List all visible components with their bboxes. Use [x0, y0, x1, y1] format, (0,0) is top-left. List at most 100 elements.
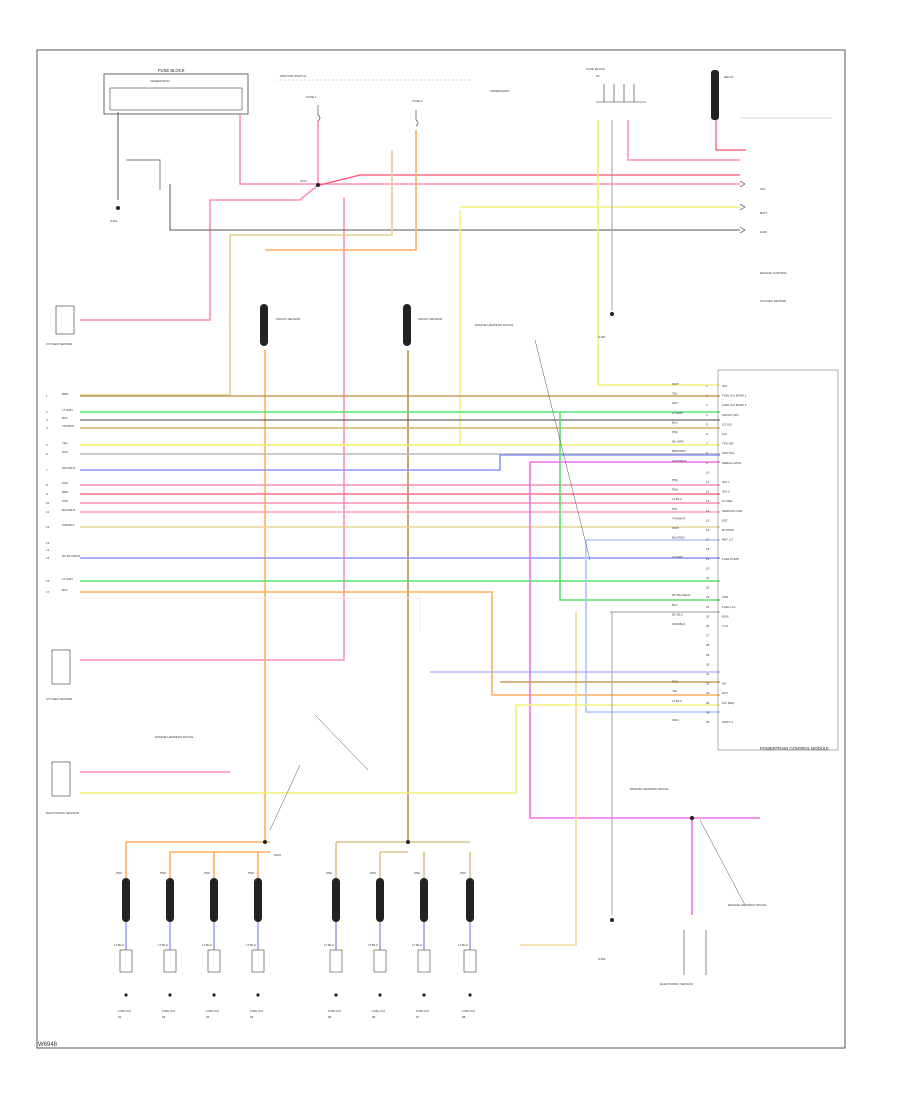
pcm-pin-label: IGN: [722, 384, 727, 388]
pcm-wire-code: YEL: [672, 392, 678, 396]
left-pin-number: 13: [46, 541, 50, 545]
o2-sensor-upper-left: OXYGEN SENSOR: [46, 305, 75, 346]
injector-wire-code: PNK: [116, 871, 122, 875]
wire-group: [80, 112, 760, 946]
pcm-pin-label: TCC: [722, 624, 729, 628]
left-pin-number: 5: [46, 443, 48, 447]
injector-label: FUEL INJ: [462, 1009, 475, 1013]
pcm-pin-number: 35: [706, 710, 710, 714]
left-wire-code: GRY: [62, 450, 68, 454]
pcm-pin-number: 24: [706, 605, 710, 609]
pcm-pin-number: 30: [706, 662, 710, 666]
fuse-block-underhood: FUSE BLOCK UNDERHOOD: [103, 68, 249, 115]
pcm-pin-number: 28: [706, 643, 710, 647]
right-connector-labels: [739, 180, 746, 234]
pcm-pin-label: TPS SIG: [722, 442, 735, 446]
left-pin-number: 14: [46, 548, 50, 552]
left-wire-code: PNK/BLK: [62, 523, 75, 527]
pcm-pin-number: 19: [706, 557, 710, 561]
left-wire-code: BRN: [62, 392, 68, 396]
pcm-wire-code: TAN/WHT: [672, 516, 686, 520]
pcm-wire-code: BLK: [672, 603, 678, 607]
to-batt-label: BATT: [760, 211, 768, 215]
bus-wht: [80, 597, 421, 630]
injector-gnd-code: LT BLU: [324, 943, 334, 947]
pcm-pin-number: 6: [706, 432, 708, 436]
injector-number: #1: [118, 1015, 122, 1019]
pcm-pin-number: 36: [706, 720, 710, 724]
injector-wire-code: PNK: [326, 871, 332, 875]
pcm-pin-number: 27: [706, 634, 710, 638]
pcm-wire-code: WHT: [672, 382, 679, 386]
splice-label-2: S102: [274, 853, 281, 857]
pcm-wire-code: PNK: [672, 478, 678, 482]
left-pin-number: 1: [46, 394, 48, 398]
diagram-footer-code: W6948: [38, 1042, 58, 1048]
pcm-pin-number: 22: [706, 586, 710, 590]
pcm-pin-number: 23: [706, 595, 710, 599]
left-wire-code: TAN/BLK: [62, 424, 74, 428]
left-wire-code: PNK: [62, 481, 68, 485]
left-wire-code: DK BLU/WHT: [62, 554, 81, 558]
relay-top-right: RELAY: [711, 70, 832, 120]
wire-red-top: [319, 174, 740, 186]
wire-pnk-top2: [80, 120, 319, 321]
pcm-wire-code: BLK: [672, 420, 678, 424]
left-pin-number: 17: [46, 590, 50, 594]
splice-dot-2: [263, 840, 267, 844]
injector-label: FUEL INJ: [372, 1009, 385, 1013]
ground-g103: G103: [598, 918, 614, 961]
left-pin-number: 15: [46, 556, 50, 560]
pcm-wire-code: PNK: [672, 488, 678, 492]
pcm-wire-code: WHT: [672, 526, 679, 530]
pcm-wire-code: BRN/WHT: [672, 449, 686, 453]
fuse-block-title: FUSE BLOCK: [158, 68, 185, 73]
o2-sensor-right: KNOCK SENSOR: [403, 304, 443, 346]
pcm-wire-code: BLK/RED: [672, 536, 686, 540]
left-wire-code: LT GRN: [62, 577, 73, 581]
left-wire-code: BLK/WHT: [62, 508, 76, 512]
pcm-pin-number: 17: [706, 538, 710, 542]
pcm-pin-label: SENSOR GND: [722, 509, 743, 513]
pcm-wire-code: GRN/WHT: [672, 459, 686, 463]
injector-label: FUEL INJ: [162, 1009, 175, 1013]
pcm-wire-code: LT GRN: [672, 411, 683, 415]
pcm-wire-code: LT BLU: [672, 497, 682, 501]
splice-dot-1: [316, 183, 320, 187]
o2-upper-label: OXYGEN SENSOR: [46, 342, 73, 346]
pcm-pin-number: 31: [706, 672, 710, 676]
sensor-lower-label: ELECTRONIC SENSOR: [46, 811, 80, 815]
injector-label: FUEL INJ: [206, 1009, 219, 1013]
pcm-pin-label: BYPASS: [722, 528, 734, 532]
o2-sensor-mid-left: OXYGEN SENSOR: [46, 649, 73, 701]
left-pin-number: 3: [46, 418, 48, 422]
pcm-pin-number: 26: [706, 624, 710, 628]
pcm-pin-label: 5V REF: [722, 499, 733, 503]
pcm-pin-label: VSS: [722, 595, 728, 599]
pcm-connector: POWERTRAIN CONTROL MODULE: [717, 369, 839, 751]
pcm-wire-code: PPL: [672, 507, 678, 511]
left-wire-code: BLK: [62, 416, 68, 420]
pcm-pin-label: IAT: [722, 682, 727, 686]
pcm-pin-number: 15: [706, 518, 710, 522]
pcm-pin-number: 11: [706, 480, 709, 484]
pcm-pin-number: 5: [706, 422, 708, 426]
fuse-block-ip-subtitle: I/P: [596, 74, 600, 78]
pcm-pin-label: FUEL LVL: [722, 605, 736, 609]
injector-label: FUEL INJ: [416, 1009, 429, 1013]
ignition-switch-label: IGNITION SWITCH: [280, 74, 306, 78]
wire-tan-r: [520, 612, 577, 946]
pcm-wire-code: DK BLU/WHT: [672, 593, 691, 597]
fuse-2-label: FUSE 2: [412, 99, 423, 103]
left-pin-number: 12: [46, 525, 50, 529]
wire-mag-vert: [529, 462, 760, 819]
